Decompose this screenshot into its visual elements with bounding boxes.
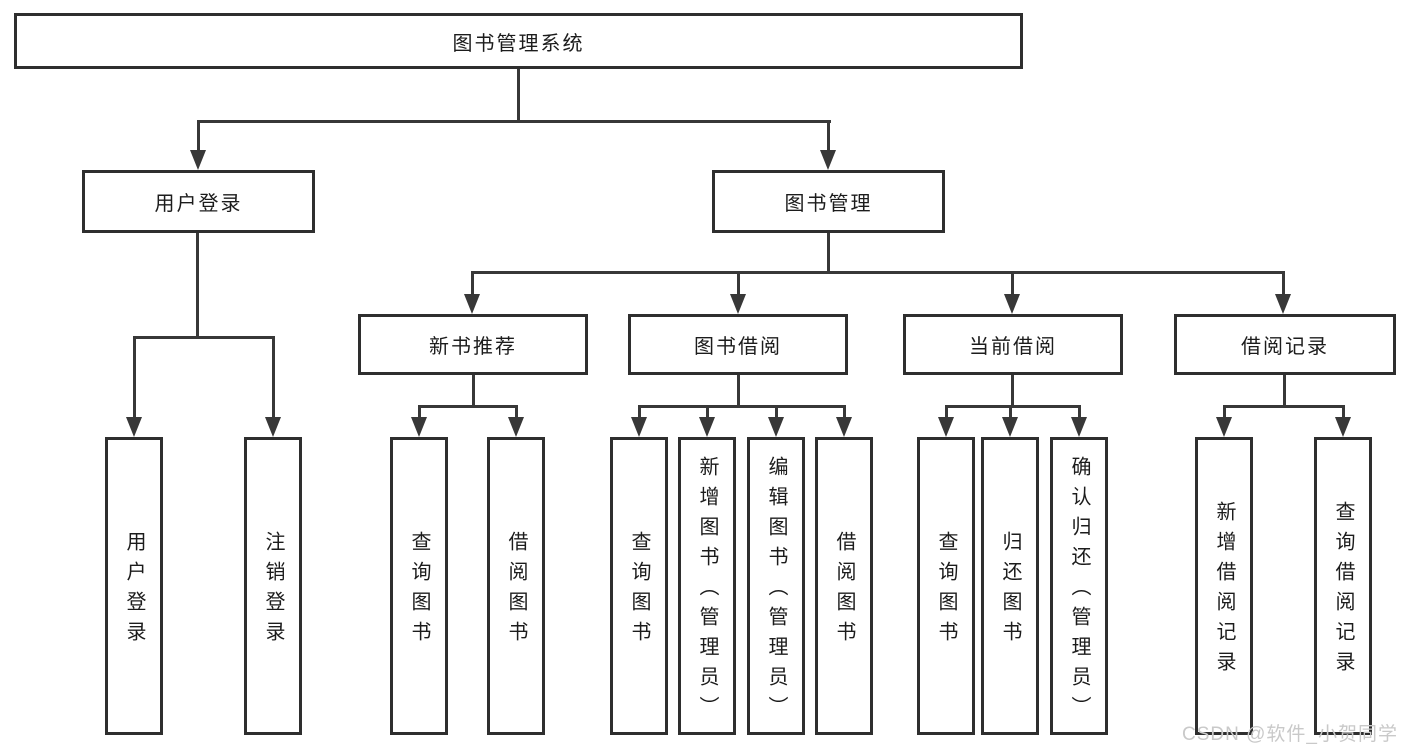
node-root-label: 图书管理系统 xyxy=(452,32,585,55)
leaf-borrow-edit-books-admin: 编辑图书（管理员） xyxy=(747,437,805,735)
connector-line xyxy=(418,405,421,417)
node-user-login: 用户登录 xyxy=(82,170,315,233)
arrow-down-icon xyxy=(1275,294,1291,314)
leaf-newbook-query-books: 查询图书 xyxy=(390,437,448,735)
leaf-borrow-add-books-admin-label: 新增图书（管理员） xyxy=(696,456,718,726)
node-book-borrow-label: 图书借阅 xyxy=(694,336,782,358)
leaf-borrow-edit-books-admin-label: 编辑图书（管理员） xyxy=(765,456,787,726)
arrow-down-icon xyxy=(411,417,427,437)
arrow-down-icon xyxy=(1002,417,1018,437)
arrow-down-icon xyxy=(1216,417,1232,437)
leaf-newbook-borrow-books: 借阅图书 xyxy=(487,437,545,735)
node-user-login-label: 用户登录 xyxy=(154,193,243,215)
leaf-borrow-add-books-admin: 新增图书（管理员） xyxy=(678,437,736,735)
arrow-down-icon xyxy=(265,417,281,437)
leaf-logout: 注销登录 xyxy=(244,437,302,735)
leaf-records-query-record-label: 查询借阅记录 xyxy=(1332,501,1354,681)
connector-line xyxy=(945,405,1080,408)
leaf-current-confirm-return-admin: 确认归还（管理员） xyxy=(1050,437,1108,735)
node-current-borrow-label: 当前借阅 xyxy=(969,336,1057,358)
connector-line xyxy=(197,120,831,123)
connector-line xyxy=(1223,405,1344,408)
leaf-borrow-borrow-books: 借阅图书 xyxy=(815,437,873,735)
arrow-down-icon xyxy=(190,150,206,170)
connector-line xyxy=(418,405,517,408)
leaf-current-confirm-return-admin-label: 确认归还（管理员） xyxy=(1068,456,1090,726)
connector-line xyxy=(638,405,641,417)
leaf-current-return-books: 归还图书 xyxy=(981,437,1039,735)
connector-line xyxy=(1223,405,1226,417)
leaf-current-query-books: 查询图书 xyxy=(917,437,975,735)
leaf-logout-label: 注销登录 xyxy=(262,531,284,651)
connector-line xyxy=(1283,375,1286,405)
node-current-borrow: 当前借阅 xyxy=(903,314,1123,375)
node-book-management-label: 图书管理 xyxy=(784,193,873,215)
leaf-current-query-books-label: 查询图书 xyxy=(935,531,957,651)
connector-line xyxy=(737,271,740,294)
connector-line xyxy=(133,336,136,417)
leaf-current-return-books-label: 归还图书 xyxy=(999,531,1021,651)
node-book-management: 图书管理 xyxy=(712,170,945,233)
connector-line xyxy=(471,271,474,294)
connector-line xyxy=(133,336,274,339)
leaf-newbook-borrow-books-label: 借阅图书 xyxy=(505,531,527,651)
arrow-down-icon xyxy=(699,417,715,437)
arrow-down-icon xyxy=(508,417,524,437)
connector-line xyxy=(1011,271,1014,294)
leaf-user-login-label: 用户登录 xyxy=(123,531,145,651)
arrow-down-icon xyxy=(938,417,954,437)
connector-line xyxy=(775,405,778,417)
node-borrow-records-label: 借阅记录 xyxy=(1241,336,1329,358)
connector-line xyxy=(1282,271,1285,294)
leaf-records-add-record-label: 新增借阅记录 xyxy=(1213,501,1235,681)
connector-line xyxy=(1078,405,1081,417)
connector-line xyxy=(638,405,846,408)
leaf-records-add-record: 新增借阅记录 xyxy=(1195,437,1253,735)
arrow-down-icon xyxy=(836,417,852,437)
node-borrow-records: 借阅记录 xyxy=(1174,314,1396,375)
arrow-down-icon xyxy=(1004,294,1020,314)
connector-line xyxy=(737,375,740,405)
leaf-borrow-query-books: 查询图书 xyxy=(610,437,668,735)
connector-line xyxy=(945,405,948,417)
connector-line xyxy=(1342,405,1345,417)
arrow-down-icon xyxy=(730,294,746,314)
connector-line xyxy=(827,120,830,152)
watermark: CSDN @软件_小贺同学 xyxy=(1182,724,1398,745)
arrow-down-icon xyxy=(820,150,836,170)
arrow-down-icon xyxy=(1071,417,1087,437)
arrow-down-icon xyxy=(464,294,480,314)
leaf-borrow-query-books-label: 查询图书 xyxy=(628,531,650,651)
node-book-borrow: 图书借阅 xyxy=(628,314,848,375)
connector-line xyxy=(827,233,830,271)
connector-line xyxy=(471,271,1284,274)
leaf-borrow-borrow-books-label: 借阅图书 xyxy=(833,531,855,651)
connector-line xyxy=(1011,375,1014,405)
arrow-down-icon xyxy=(1335,417,1351,437)
leaf-newbook-query-books-label: 查询图书 xyxy=(408,531,430,651)
connector-line xyxy=(472,375,475,405)
arrow-down-icon xyxy=(126,417,142,437)
node-new-book-recommend-label: 新书推荐 xyxy=(429,336,517,358)
node-new-book-recommend: 新书推荐 xyxy=(358,314,588,375)
connector-line xyxy=(843,405,846,417)
connector-line xyxy=(272,336,275,417)
connector-line xyxy=(196,233,199,336)
connector-line xyxy=(517,69,520,120)
connector-line xyxy=(515,405,518,417)
leaf-user-login: 用户登录 xyxy=(105,437,163,735)
connector-line xyxy=(1009,405,1012,417)
node-root: 图书管理系统 xyxy=(14,13,1023,69)
leaf-records-query-record: 查询借阅记录 xyxy=(1314,437,1372,735)
arrow-down-icon xyxy=(768,417,784,437)
arrow-down-icon xyxy=(631,417,647,437)
connector-line xyxy=(706,405,709,417)
connector-line xyxy=(197,120,200,152)
